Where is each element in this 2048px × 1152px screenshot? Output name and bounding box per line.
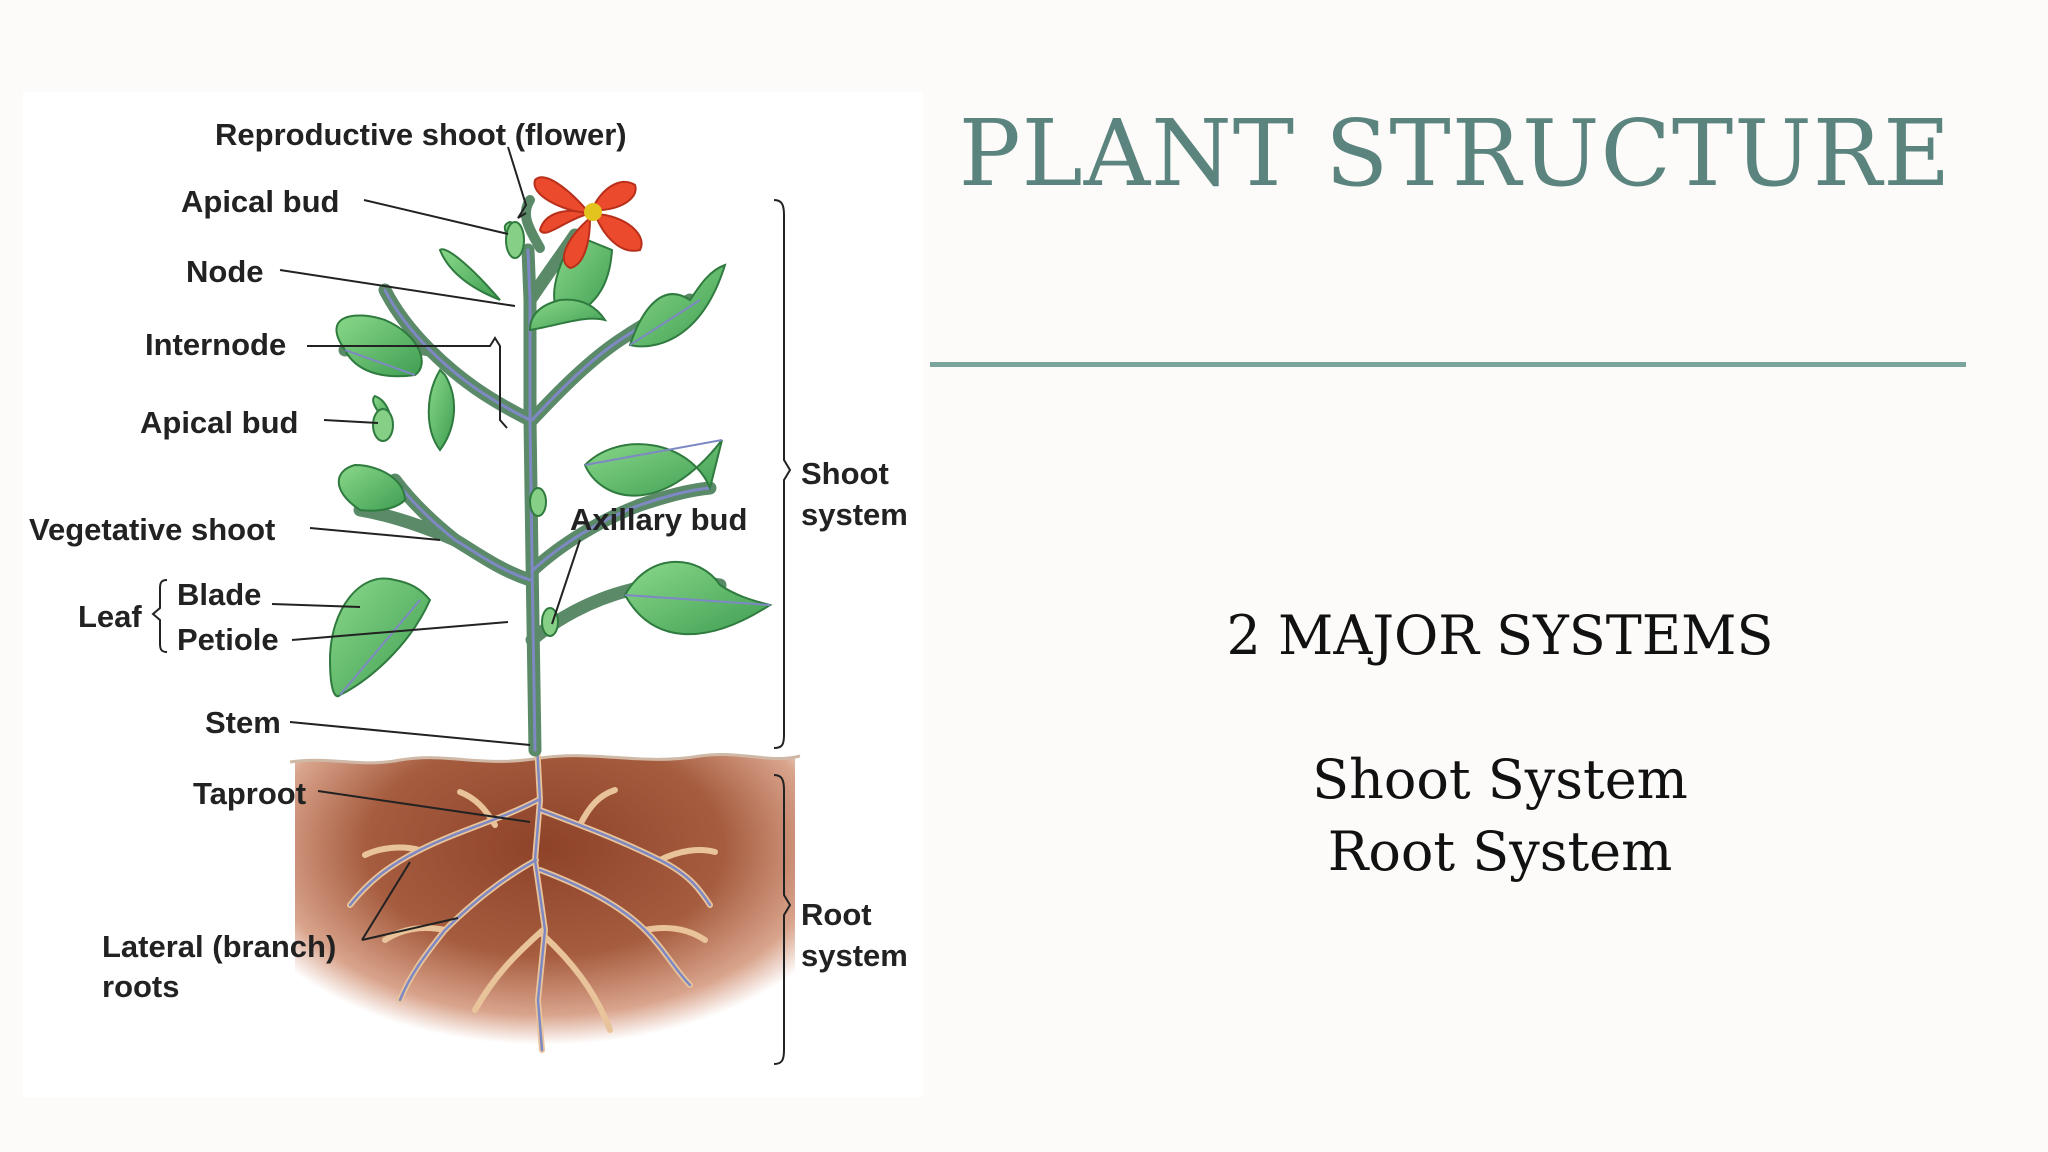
label-vegetative-shoot: Vegetative shoot <box>29 512 275 547</box>
label-leaf: Leaf <box>78 599 142 634</box>
label-taproot: Taproot <box>193 776 306 811</box>
leaf-veins <box>339 299 771 696</box>
label-axillary-bud: Axillary bud <box>570 502 747 537</box>
spacer <box>1000 672 2000 744</box>
leaves <box>328 220 773 698</box>
label-lateral-roots-1: Lateral (branch) <box>102 929 336 964</box>
label-blade: Blade <box>177 577 261 612</box>
label-root-system-1: Root <box>801 897 872 932</box>
diagram-labels: Reproductive shoot (flower) Apical bud N… <box>29 117 908 1004</box>
label-reproductive-shoot: Reproductive shoot (flower) <box>215 117 627 152</box>
flower <box>520 176 643 270</box>
slide-title: PLANT STRUCTURE <box>958 100 1952 207</box>
leader-lines <box>151 146 792 1065</box>
label-apical-bud-side: Apical bud <box>140 405 298 440</box>
root-network <box>347 742 718 1053</box>
system-item-root: Root System <box>1327 820 1673 883</box>
label-shoot-system-2: system <box>801 497 908 532</box>
label-root-system-2: system <box>801 938 908 973</box>
label-shoot-system-1: Shoot <box>801 456 889 491</box>
system-item-shoot: Shoot System <box>1312 748 1688 811</box>
label-internode: Internode <box>145 327 286 362</box>
label-apical-bud-top: Apical bud <box>181 184 339 219</box>
title-divider <box>930 362 1966 367</box>
label-petiole: Petiole <box>177 622 279 657</box>
label-lateral-roots-2: roots <box>102 969 180 1004</box>
label-node: Node <box>186 254 264 289</box>
slide-content: 2 MAJOR SYSTEMS Shoot System Root System <box>1000 600 2000 888</box>
label-stem: Stem <box>205 705 281 740</box>
soil <box>289 752 801 1060</box>
subtitle: 2 MAJOR SYSTEMS <box>1226 604 1774 667</box>
